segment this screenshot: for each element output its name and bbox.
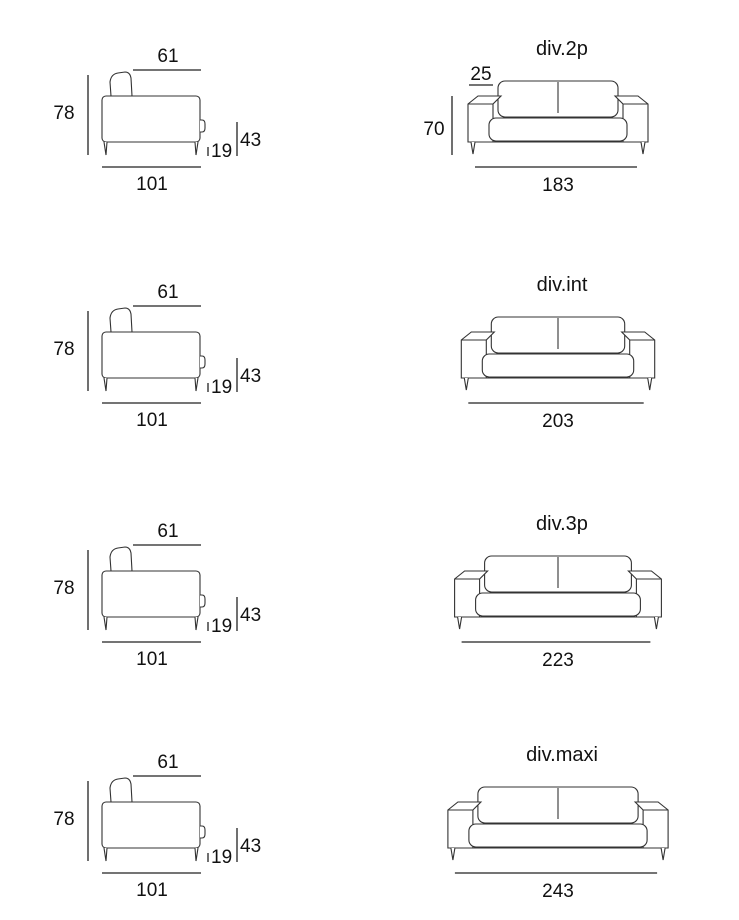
side-view: 61 78 19 43 101 [53,46,261,195]
height-label: 78 [53,809,74,830]
seat-height-label: 19 [211,847,232,868]
length-label: 101 [136,410,168,431]
width-label: 243 [542,881,574,902]
side-view: 61 78 19 43 101 [53,282,261,431]
model-title: div.3p [536,513,588,535]
sofa-side-drawing [101,777,206,862]
depth-label: 61 [157,752,178,773]
front-view: div.int 203 [460,274,656,432]
width-label: 223 [542,650,574,671]
sofa-front-drawing [454,555,662,630]
front-view: div.2p 25 70 183 [423,38,649,196]
seat-height-label: 19 [211,377,232,398]
front-view: div.maxi 243 [447,744,669,902]
length-label: 101 [136,174,168,195]
width-label: 183 [542,175,574,196]
depth-label: 61 [157,282,178,303]
arm-height-label: 43 [240,366,261,387]
arm-width-label: 25 [470,64,491,85]
front-view: div.3p 223 [454,513,662,671]
length-label: 101 [136,880,168,901]
front-height-label: 70 [423,119,444,140]
sofa-front-drawing [467,80,649,155]
sofa-side-drawing [101,546,206,631]
sofa-front-drawing [460,316,656,391]
height-label: 78 [53,578,74,599]
arm-height-label: 43 [240,605,261,626]
sofa-side-drawing [101,71,206,156]
seat-height-label: 19 [211,616,232,637]
length-label: 101 [136,649,168,670]
height-label: 78 [53,103,74,124]
side-view: 61 78 19 43 101 [53,752,261,901]
seat-height-label: 19 [211,141,232,162]
model-title: div.2p [536,38,588,60]
width-label: 203 [542,411,574,432]
arm-height-label: 43 [240,130,261,151]
depth-label: 61 [157,521,178,542]
depth-label: 61 [157,46,178,67]
sofa-side-drawing [101,307,206,392]
side-view: 61 78 19 43 101 [53,521,261,670]
model-title: div.int [537,274,588,296]
sofa-front-drawing [447,786,669,861]
height-label: 78 [53,339,74,360]
model-title: div.maxi [526,744,598,766]
arm-height-label: 43 [240,836,261,857]
